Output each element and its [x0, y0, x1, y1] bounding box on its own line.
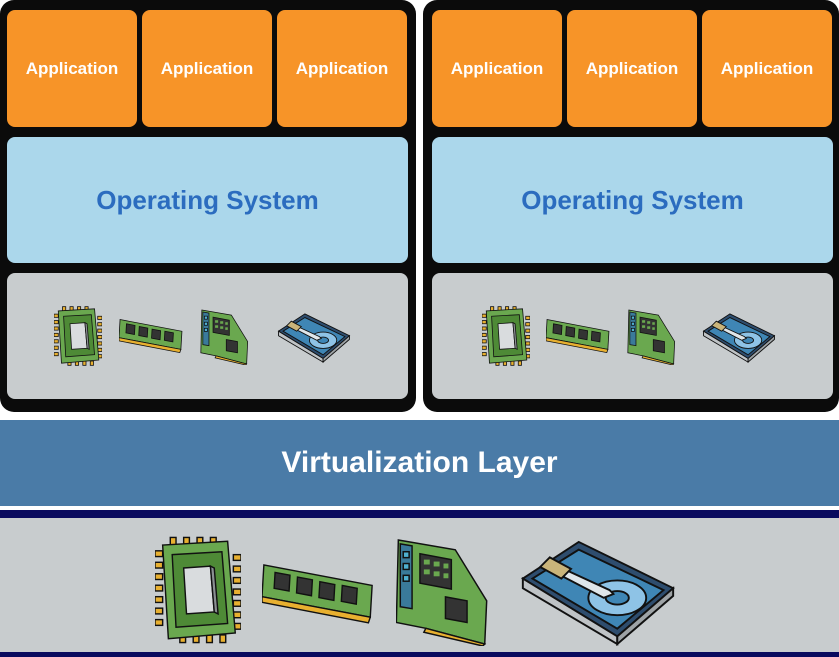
network-card-icon [396, 538, 490, 646]
application-block: Application [432, 10, 562, 127]
virtual-hardware-block [7, 273, 408, 399]
memory-module-icon [546, 309, 610, 361]
network-card-icon [199, 309, 251, 365]
network-card-icon [626, 309, 678, 365]
divider [0, 652, 839, 657]
virtual-machine-1: Application Application Application Oper… [0, 0, 416, 412]
application-block: Application [142, 10, 272, 127]
divider [0, 510, 839, 518]
cpu-chip-icon [54, 303, 102, 369]
virtualization-layer: Virtualization Layer [0, 420, 839, 506]
physical-hardware-block [0, 518, 839, 652]
hard-disk-icon [520, 540, 676, 646]
application-block: Application [702, 10, 832, 127]
virtual-machine-2: Application Application Application Oper… [423, 0, 839, 412]
divider [0, 506, 839, 510]
memory-module-icon [262, 544, 374, 640]
cpu-chip-icon [482, 303, 530, 369]
memory-module-icon [119, 309, 183, 361]
operating-system-block: Operating System [432, 137, 833, 263]
application-block: Application [277, 10, 407, 127]
operating-system-block: Operating System [7, 137, 408, 263]
application-block: Application [7, 10, 137, 127]
cpu-chip-icon [155, 532, 241, 648]
virtual-hardware-block [432, 273, 833, 399]
hard-disk-icon [694, 313, 784, 363]
application-block: Application [567, 10, 697, 127]
hard-disk-icon [269, 313, 359, 363]
